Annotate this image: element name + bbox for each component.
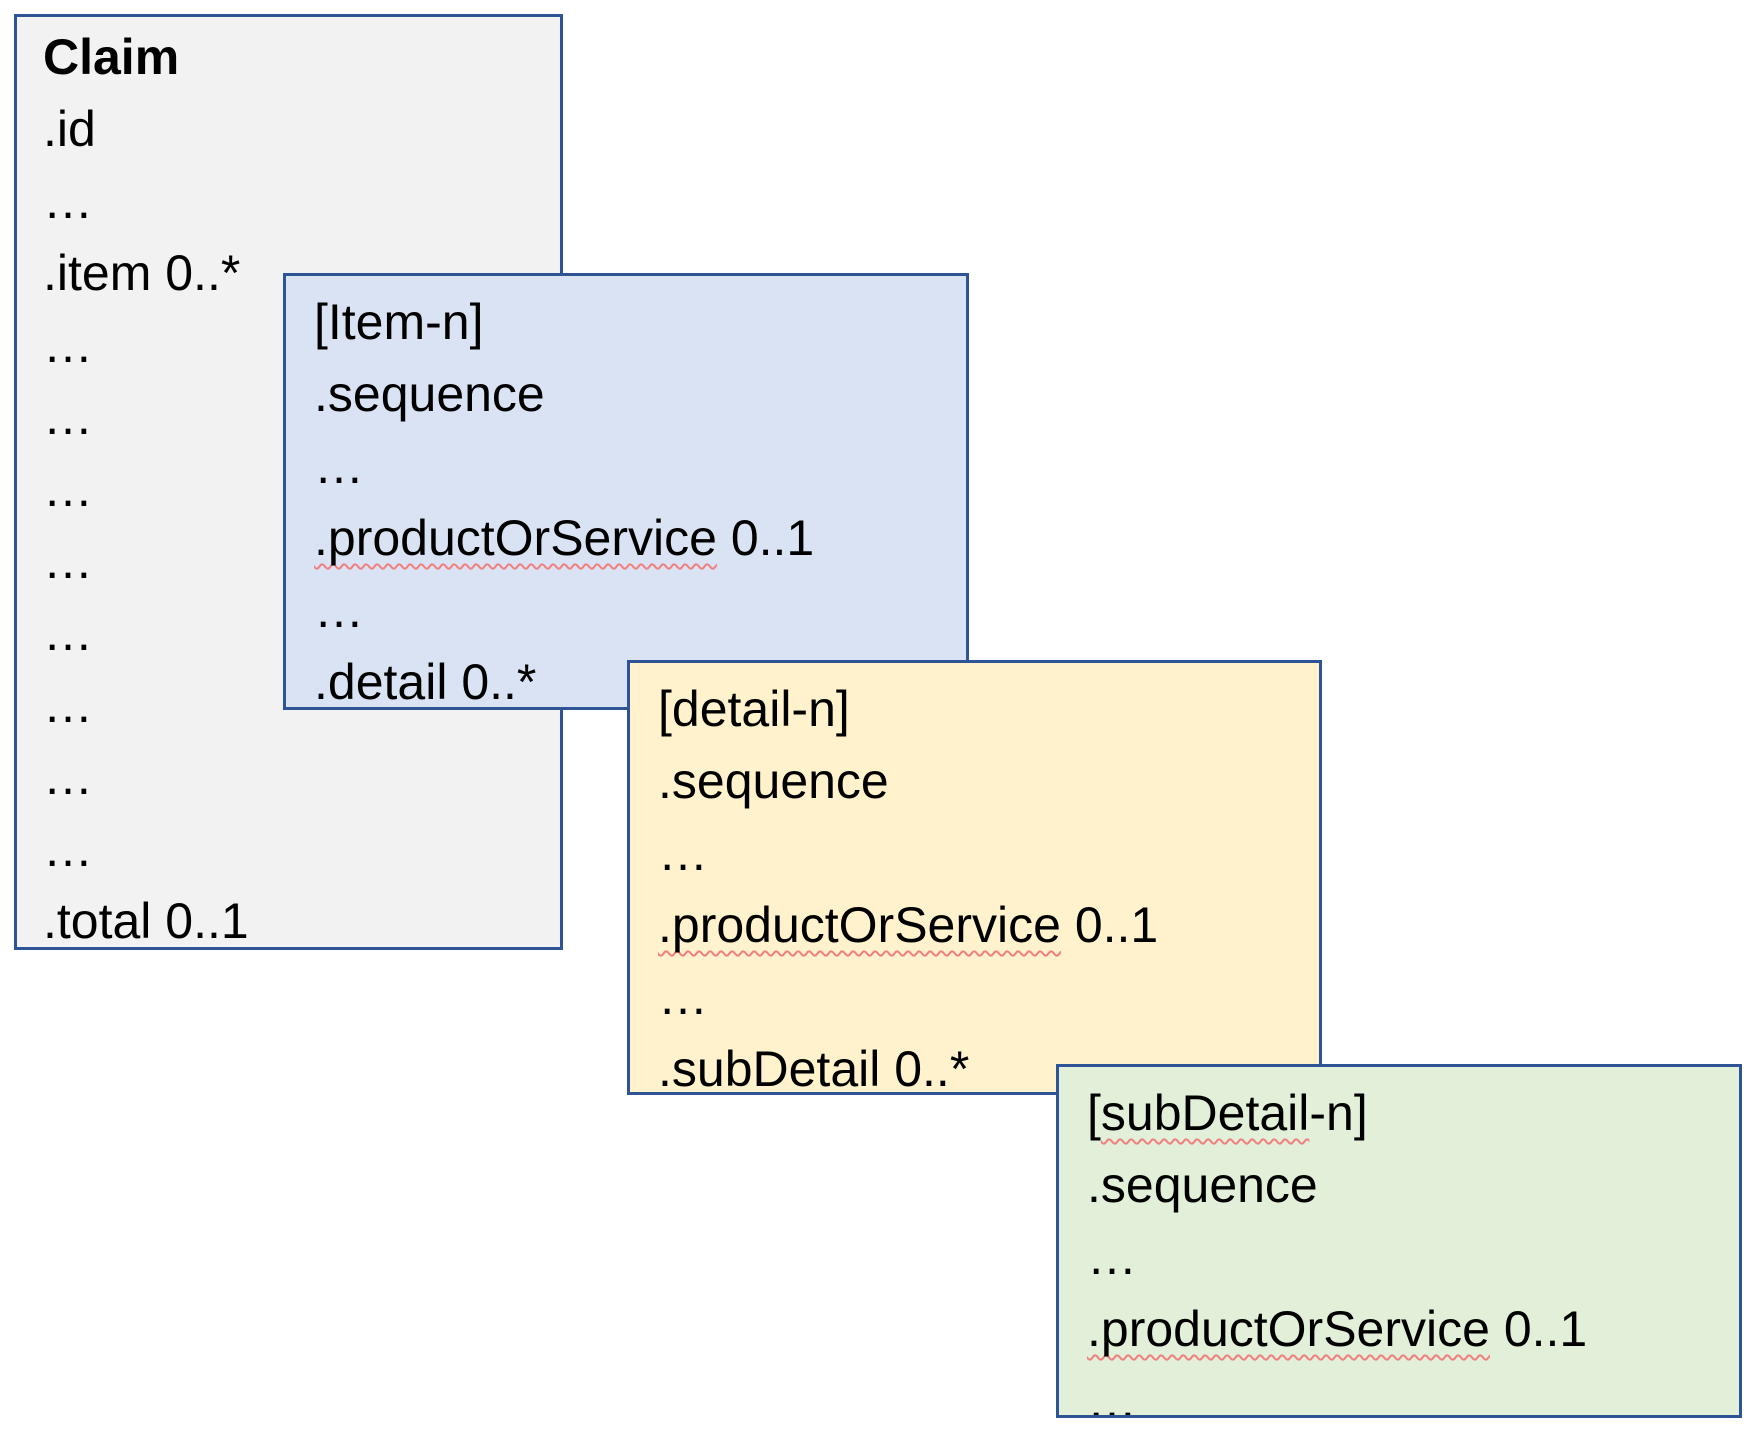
field-sequence-row: .sequence	[658, 753, 889, 809]
ellipsis-row: …	[314, 438, 364, 494]
ellipsis-row: …	[658, 825, 708, 881]
subdetail-box: [subDetail-n] .sequence … .productOrServ…	[1056, 1064, 1742, 1418]
subdetail-header-row: [subDetail-n]	[1087, 1085, 1368, 1141]
ellipsis-row: …	[43, 749, 93, 805]
ellipsis-row: …	[43, 389, 93, 445]
item-box: [Item-n] .sequence … .productOrService 0…	[283, 273, 969, 710]
field-total-row: .total 0..1	[43, 893, 249, 949]
ellipsis-row: …	[43, 821, 93, 877]
item-header-row: [Item-n]	[314, 294, 484, 350]
field-id-row: .id	[43, 101, 96, 157]
ellipsis-row: …	[314, 582, 364, 638]
field-sequence-row: .sequence	[314, 366, 545, 422]
ellipsis-row: …	[43, 605, 93, 661]
field-detail-row: .detail 0..*	[314, 654, 537, 710]
ellipsis-row: …	[43, 533, 93, 589]
ellipsis-row: …	[658, 969, 708, 1025]
ellipsis-row: …	[43, 173, 93, 229]
detail-header-row: [detail-n]	[658, 681, 850, 737]
ellipsis-row: …	[43, 677, 93, 733]
ellipsis-row: …	[1087, 1229, 1137, 1285]
field-productorservice-row: .productOrService 0..1	[1087, 1301, 1588, 1357]
ellipsis-row: …	[43, 461, 93, 517]
field-productorservice-row: .productOrService 0..1	[658, 897, 1159, 953]
field-subdetail-row: .subDetail 0..*	[658, 1041, 970, 1095]
field-productorservice-row: .productOrService 0..1	[314, 510, 815, 566]
ellipsis-row: …	[43, 317, 93, 373]
claim-title: Claim	[43, 29, 180, 85]
ellipsis-row: …	[1087, 1373, 1137, 1418]
field-item-row: .item 0..*	[43, 245, 241, 301]
field-sequence-row: .sequence	[1087, 1157, 1318, 1213]
detail-box: [detail-n] .sequence … .productOrService…	[627, 660, 1322, 1095]
